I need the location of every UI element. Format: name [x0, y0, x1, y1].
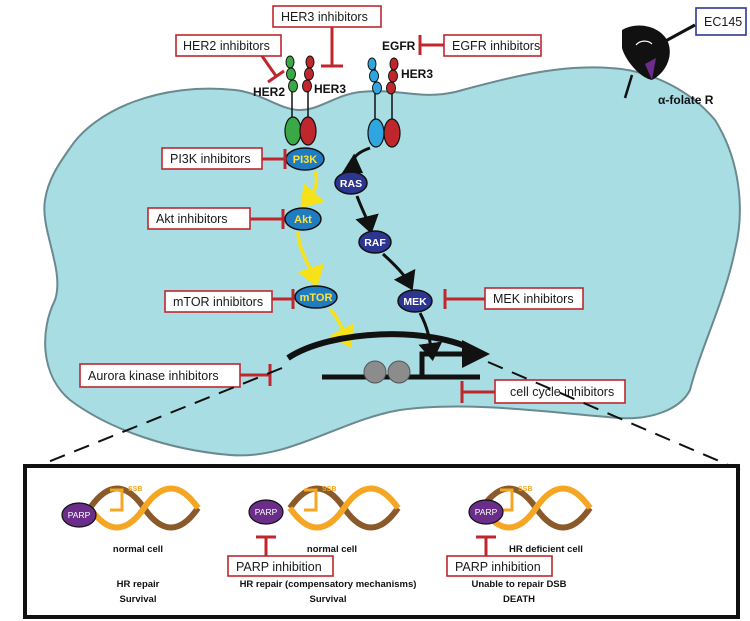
- outcome-line1-3: Unable to repair DSB: [471, 579, 566, 590]
- outcome-line2-1: Survival: [120, 594, 157, 605]
- ras-node: [334, 171, 368, 195]
- outcome-line1-1: HR repair: [117, 579, 160, 590]
- parp-label-3: PARP: [475, 507, 498, 517]
- ssb-label-2: SSB: [322, 486, 336, 493]
- outcome-line2-2: Survival: [310, 594, 347, 605]
- dna-helix-2: [287, 485, 401, 531]
- her2-inhibition-bar: [267, 69, 285, 84]
- akt-node: [284, 207, 322, 231]
- raf-label: RAF: [364, 237, 386, 249]
- mek-node: [397, 289, 433, 313]
- parp-label-1: PARP: [68, 510, 91, 520]
- outcome-line2-3: DEATH: [503, 594, 535, 605]
- transcription-start-arrow: [419, 351, 470, 377]
- egfr-receptor: [367, 57, 385, 148]
- parp-enzyme-1: [61, 502, 97, 528]
- pi3k-label: PI3K: [293, 154, 318, 166]
- her2-label: HER2: [253, 85, 285, 99]
- ras-label: RAS: [340, 178, 362, 190]
- her3-inhibitor-box: [272, 5, 382, 28]
- outcome-line1-2: HR repair (compensatory mechanisms): [240, 579, 417, 590]
- polymerase-left: [363, 360, 387, 384]
- raf-node: [358, 230, 392, 254]
- akt-label: Akt: [294, 214, 312, 226]
- ssb-label-3: SSB: [518, 486, 532, 493]
- cell-type-label-3: HR deficient cell: [509, 544, 583, 555]
- parp-inhibition-box-3: [446, 555, 553, 577]
- ec145-box: [695, 7, 747, 36]
- her3-inhibitor-label: HER3 inhibitors: [281, 10, 368, 24]
- egfr-label: EGFR: [382, 39, 416, 53]
- arrow-egfr-ras: [341, 146, 371, 174]
- her2-inhibitor-box: [175, 34, 282, 57]
- ec145-label: EC145: [704, 15, 742, 29]
- dna-helix-3: [479, 485, 593, 531]
- her3-label-left: HER3: [314, 82, 346, 96]
- cell-type-label-1: normal cell: [113, 544, 163, 555]
- akt-inhibitor-label: Akt inhibitors: [156, 212, 228, 226]
- zoom-line-left: [27, 367, 283, 471]
- parp-enzyme-3: [468, 499, 504, 525]
- arrow-pi3k-akt: [300, 171, 325, 209]
- her3-label-right: HER3: [401, 67, 433, 81]
- folate-receptor-label: α-folate R: [658, 93, 714, 107]
- mtor-inhibitor-label: mTOR inhibitors: [173, 295, 263, 309]
- mtor-inhibitor-box: [164, 290, 273, 313]
- egfr-inhibitor-label: EGFR inhibitors: [452, 39, 540, 53]
- arrow-ras-raf: [355, 195, 379, 234]
- pi3k-inhibitor-label: PI3K inhibitors: [170, 152, 251, 166]
- nuclear-envelope-arc: [286, 331, 480, 361]
- cell-cycle-inhibitor-label: cell cycle inhibitors: [510, 385, 614, 399]
- arrow-raf-mek: [381, 252, 416, 291]
- parp-label-2: PARP: [255, 507, 278, 517]
- aurora-inhibitor-label: Aurora kinase inhibitors: [88, 369, 219, 383]
- her2-receptor: [284, 55, 302, 146]
- mek-inhibitor-label: MEK inhibitors: [493, 292, 574, 306]
- parp-inhibition-box-2: [227, 555, 334, 577]
- arrow-akt-mtor: [296, 230, 325, 288]
- her3-receptor-left: [299, 55, 317, 146]
- zoom-line-right: [487, 361, 741, 471]
- her3-receptor-right: [383, 57, 401, 148]
- transcription-arrowhead: [462, 340, 490, 368]
- her2-inhibitor-label: HER2 inhibitors: [183, 39, 270, 53]
- parp-enzyme-2: [248, 499, 284, 525]
- her2-inhibition-line: [260, 55, 278, 77]
- polymerase-right: [387, 360, 411, 384]
- folate-receptor: [622, 23, 696, 99]
- mtor-label: mTOR: [300, 292, 333, 304]
- parp-inhibition-label-2: PARP inhibition: [236, 560, 322, 574]
- ssb-label-1: SSB: [128, 486, 142, 493]
- cell-type-label-2: normal cell: [307, 544, 357, 555]
- mtor-node: [294, 285, 338, 309]
- mek-label: MEK: [403, 296, 427, 308]
- dna-helix-1: [87, 485, 201, 531]
- parp-inhibition-label-3: PARP inhibition: [455, 560, 541, 574]
